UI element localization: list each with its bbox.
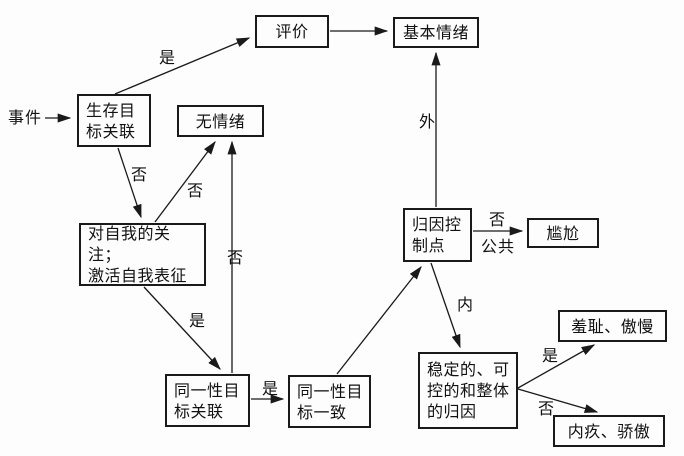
node-survival-goal-relevance: 生存目 标关联 (77, 94, 151, 147)
arrow-stable-to-shame (517, 344, 596, 389)
arrow-stable-to-guilt (517, 388, 599, 413)
node-self-focus: 对自我的关注； 激活自我表征 (79, 223, 206, 286)
node-appraisal: 评价 (255, 15, 329, 48)
node-guilt-pride: 内疚、骄傲 (553, 415, 665, 447)
node-no-emotion: 无情绪 (177, 105, 264, 137)
node-attribution-locus: 归因控 制点 (403, 208, 472, 262)
arrow-self-focus-to-identity-relevance (143, 286, 221, 370)
edge-label-internal: 内 (457, 295, 475, 314)
node-stable-attribution: 稳定的、可 控的和整体 的归因 (418, 352, 518, 429)
node-identity-goal-relevance: 同一性目 标关联 (165, 374, 250, 427)
edge-label-yes-to-congruence: 是 (262, 379, 280, 398)
edge-label-external: 外 (419, 112, 437, 131)
edge-label-yes-to-appraisal: 是 (159, 48, 177, 67)
edge-label-yes-to-identity-relevance: 是 (189, 311, 207, 330)
edge-label-yes-to-shame: 是 (542, 346, 560, 365)
edge-label-public: 公共 (481, 237, 516, 256)
node-embarrassment: 尴尬 (527, 218, 599, 248)
node-basic-emotion: 基本情绪 (393, 17, 479, 48)
arrow-survival-to-self-focus (117, 147, 142, 219)
edge-label-no-vert-to-no-emotion: 否 (227, 248, 245, 267)
arrow-congruence-to-attribution (336, 265, 422, 375)
node-shame-hubris: 羞耻、傲慢 (558, 310, 667, 342)
node-event: 事件 (8, 108, 43, 127)
edge-label-no-to-self-focus: 否 (131, 165, 149, 184)
node-identity-goal-congruence: 同一性目 标一致 (288, 375, 371, 428)
arrow-survival-to-appraisal (114, 37, 251, 95)
edge-label-no-to-guilt: 否 (538, 399, 556, 418)
edge-label-no-diag-to-no-emotion: 否 (187, 181, 205, 200)
arrow-attribution-to-stable (430, 262, 461, 349)
arrow-self-focus-to-no-emotion (154, 140, 216, 223)
edge-label-no-to-embarrassment: 否 (489, 210, 507, 229)
